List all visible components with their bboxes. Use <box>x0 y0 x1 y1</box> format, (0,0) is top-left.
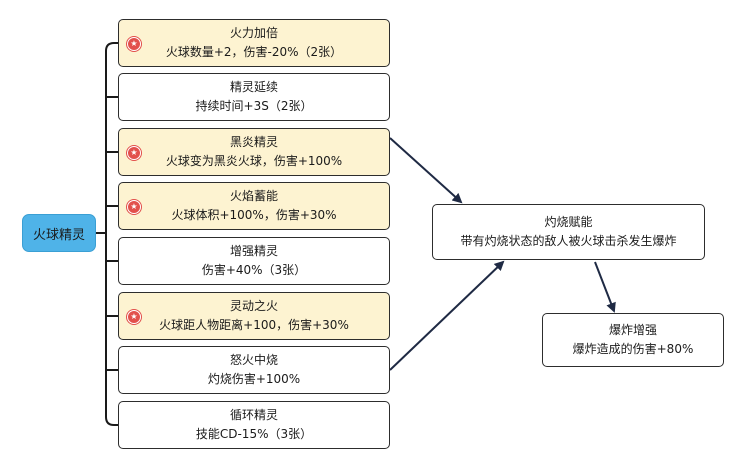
node-desc: 爆炸造成的伤害+80% <box>572 342 694 356</box>
node-desc: 伤害+40%（3张） <box>201 263 307 277</box>
node-desc: 火球体积+100%，伤害+30% <box>171 208 337 222</box>
node-title: 循环精灵 <box>229 408 278 422</box>
node-flame-charge[interactable]: ★ 火焰蓄能 火球体积+100%，伤害+30% <box>118 182 390 230</box>
star-icon: ★ <box>127 37 141 51</box>
tree-trunk <box>105 42 118 426</box>
node-desc: 技能CD-15%（3张） <box>195 427 313 441</box>
node-firepower-double[interactable]: ★ 火力加倍 火球数量+2，伤害-20%（2张） <box>118 19 390 67</box>
node-enhance-spirit[interactable]: 增强精灵 伤害+40%（3张） <box>118 237 390 285</box>
star-icon: ★ <box>127 200 141 214</box>
node-title: 灼烧赋能 <box>544 215 593 229</box>
node-title: 精灵延续 <box>229 80 278 94</box>
node-black-flame[interactable]: ★ 黑炎精灵 火球变为黑炎火球，伤害+100% <box>118 128 390 176</box>
root-label: 火球精灵 <box>32 227 85 243</box>
node-explosion-boost[interactable]: 爆炸增强 爆炸造成的伤害+80% <box>542 313 724 367</box>
star-icon: ★ <box>127 146 141 160</box>
node-spirit-extend[interactable]: 精灵延续 持续时间+3S（2张） <box>118 73 390 121</box>
node-desc: 火球数量+2，伤害-20%（2张） <box>165 45 343 59</box>
node-agile-fire[interactable]: ★ 灵动之火 火球距人物距离+100，伤害+30% <box>118 292 390 340</box>
node-title: 增强精灵 <box>229 244 278 258</box>
node-rage-burn[interactable]: 怒火中烧 灼烧伤害+100% <box>118 346 390 394</box>
node-desc: 火球变为黑炎火球，伤害+100% <box>165 154 343 168</box>
node-title: 火力加倍 <box>229 26 278 40</box>
node-title: 怒火中烧 <box>229 353 278 367</box>
node-title: 灵动之火 <box>229 299 278 313</box>
arrow-black-flame-to-combo <box>389 137 463 204</box>
star-icon: ★ <box>127 310 141 324</box>
node-title: 火焰蓄能 <box>229 189 278 203</box>
root-node[interactable]: 火球精灵 <box>22 214 96 252</box>
node-desc: 持续时间+3S（2张） <box>195 99 313 113</box>
node-title: 黑炎精灵 <box>229 135 278 149</box>
node-desc: 灼烧伤害+100% <box>207 372 301 386</box>
node-burn-empower[interactable]: 灼烧赋能 带有灼烧状态的敌人被火球击杀发生爆炸 <box>432 204 705 260</box>
node-desc: 带有灼烧状态的敌人被火球击杀发生爆炸 <box>460 234 677 248</box>
node-desc: 火球距人物距离+100，伤害+30% <box>159 318 349 332</box>
node-cycle-spirit[interactable]: 循环精灵 技能CD-15%（3张） <box>118 401 390 449</box>
node-title: 爆炸增强 <box>608 323 657 337</box>
arrow-rage-to-combo <box>389 260 505 371</box>
arrow-combo-to-result <box>594 261 616 313</box>
